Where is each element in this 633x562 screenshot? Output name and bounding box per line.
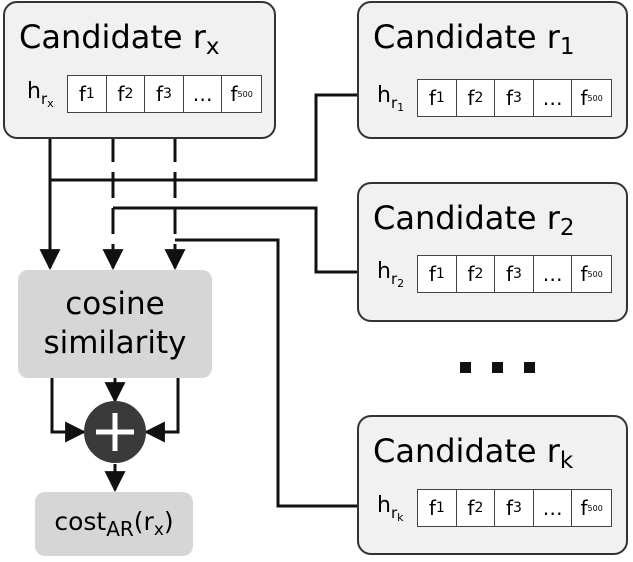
cosine-similarity-block: cosine similarity [18, 270, 212, 378]
line-r1 [50, 93, 372, 182]
candidate-rk-title: Candidate rk [373, 432, 574, 474]
ellipsis-dot [524, 362, 535, 373]
feature-cell: … [534, 490, 573, 526]
line-right-to-plus [143, 378, 180, 443]
ellipsis-dot [460, 362, 471, 373]
feature-cell: … [534, 256, 573, 292]
cost-label: costAR(rx) [54, 507, 174, 541]
feature-cell: … [184, 76, 223, 112]
candidate-r1-title: Candidate r1 [373, 18, 575, 60]
candidate-r1-h-label: hr1 [377, 83, 405, 114]
candidate-r2-title: Candidate r2 [373, 199, 575, 241]
candidate-rx-title: Candidate rx [19, 18, 220, 60]
feature-cell: … [534, 80, 573, 116]
candidate-rx-h-label: hrx [27, 79, 54, 110]
line-left-to-plus [50, 378, 87, 443]
candidate-rk-h-label: hrk [377, 493, 404, 524]
cosine-similarity-label: cosine similarity [43, 286, 187, 361]
ellipsis-dots [460, 362, 535, 373]
line-r2 [113, 206, 372, 274]
line-rk [175, 238, 372, 508]
line-hrx-to-cosine [33, 118, 61, 271]
candidate-r2-h-label: hr2 [377, 259, 405, 290]
ellipsis-dot [492, 362, 503, 373]
cost-block: costAR(rx) [35, 492, 193, 556]
